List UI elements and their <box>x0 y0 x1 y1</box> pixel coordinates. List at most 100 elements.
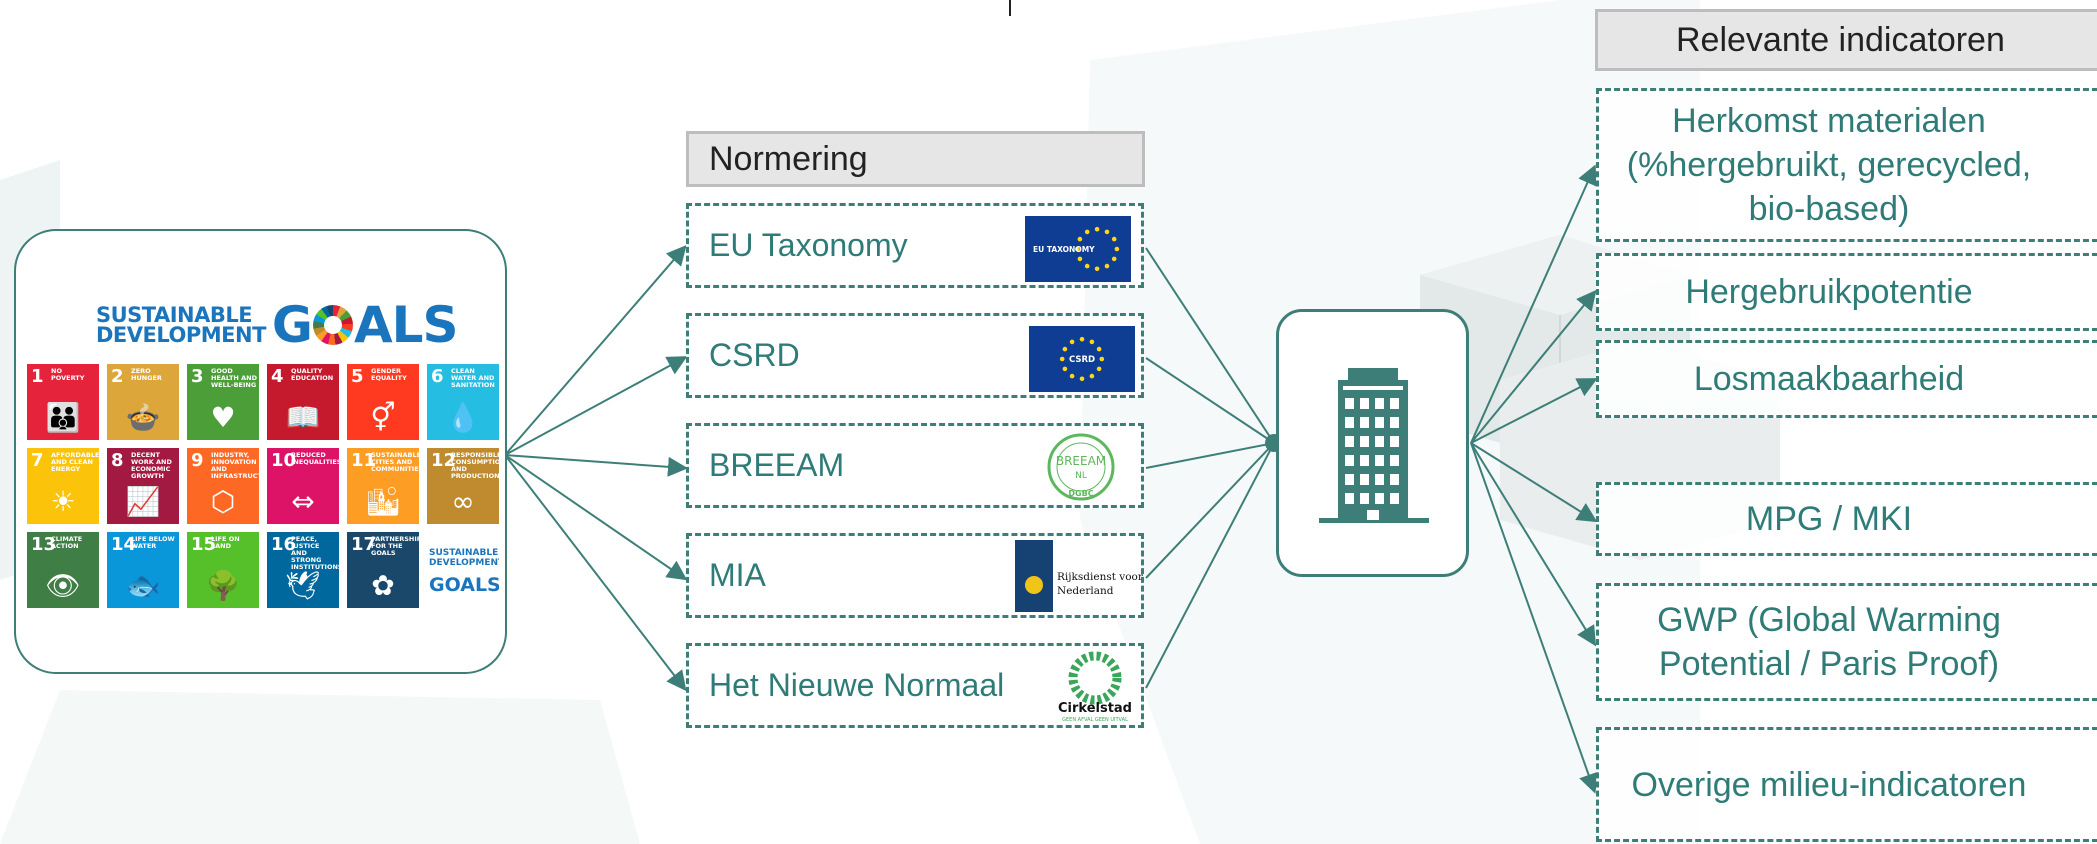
sdg-tile-icon: ✿ <box>371 569 395 602</box>
building-window <box>1345 474 1354 485</box>
sdg-tile-number: 11 <box>351 450 377 471</box>
eu-taxonomy-logo: EU TAXONOMY <box>1025 216 1131 286</box>
svg-text:Nederland: Nederland <box>1057 585 1114 597</box>
line-nieuwe-normaal-building <box>1145 442 1275 689</box>
sdg-tile-label: GOOD HEALTH AND WELL-BEING <box>211 367 257 389</box>
sdg-tile: 9 INDUSTRY, INNOVATION AND INFRASTRUCTUR… <box>187 448 259 524</box>
sdg-tile-number: 16 <box>271 534 297 555</box>
sdg-tile: 5 GENDER EQUALITY ⚥ <box>347 364 419 440</box>
rijksdienst-logo: Rijksdienst voor Or Nederland <box>1015 540 1161 616</box>
building-node <box>1276 309 1469 577</box>
normering-item: Het Nieuwe Normaal Cirkelstad GEEN AFVAL… <box>686 643 1144 728</box>
sdg-tile: 3 GOOD HEALTH AND WELL-BEING ♥ <box>187 364 259 440</box>
sdg-tile-grid: 1 NO POVERTY 👪2 ZERO HUNGER 🍲3 GOOD HEAL… <box>27 364 500 608</box>
arrow-sdg-eu-taxonomy <box>504 244 687 456</box>
building-window <box>1360 417 1369 428</box>
sdg-tile: 13 CLIMATE ACTION 👁 <box>27 532 99 608</box>
line-breeam-building <box>1145 442 1275 469</box>
cirkelstad-logo: Cirkelstad GEEN AFVAL GEEN UITVAL <box>1055 648 1135 728</box>
sdg-tile-number: 3 <box>191 366 204 387</box>
sdg-tile-number: 15 <box>191 534 217 555</box>
sdg-tile-label: CLEAN WATER AND SANITATION <box>451 367 495 389</box>
sdg-logo-tile: SUSTAINABLE DEVELOPMENT GOALS <box>427 532 499 608</box>
normering-item: MIA Rijksdienst voor Or Nederland <box>686 533 1161 618</box>
arrow-building-herkomst <box>1470 164 1597 444</box>
sdg-color-wheel-icon <box>312 305 353 345</box>
sdg-tile-label: SUSTAINABLE CITIES AND COMMUNITIES <box>371 451 419 473</box>
sdg-tile-label: GENDER EQUALITY <box>371 367 407 382</box>
sdg-title: SUSTAINABLE DEVELOPMENT G ALS <box>96 296 459 354</box>
svg-text:GEEN AFVAL GEEN UITVAL: GEEN AFVAL GEEN UITVAL <box>1062 717 1128 723</box>
sdg-tile-number: 6 <box>431 366 444 387</box>
arrow-building-mpg <box>1470 442 1598 523</box>
building-window <box>1360 455 1369 466</box>
line-csrd-building <box>1145 357 1275 444</box>
csrd-logo: CSRD <box>1029 326 1135 396</box>
building-window <box>1360 474 1369 485</box>
sdg-tile-icon: 🏙 <box>365 485 401 518</box>
sdg-tile-icon: ⚥ <box>370 401 396 434</box>
sdg-tile-label: REDUCED INEQUALITIES <box>291 451 339 466</box>
sdg-tile-number: 5 <box>351 366 364 387</box>
arrow-building-hergebruikpotentie <box>1470 289 1597 444</box>
sdg-tile: 7 AFFORDABLE AND CLEAN ENERGY ☀ <box>27 448 99 524</box>
indicator-item-label: Losmaakbaarheid <box>1693 360 1965 398</box>
sdg-tile-icon: 🕊 <box>285 569 321 602</box>
arrow-building-gwp <box>1470 442 1597 647</box>
sdg-tile-icon: 🐟 <box>125 569 161 602</box>
sdg-tile-label: INDUSTRY, INNOVATION AND INFRASTRUCTURE <box>211 451 259 480</box>
sdg-tile-icon: ∞ <box>451 485 475 518</box>
sdg-tile-icon: 👁 <box>45 569 81 602</box>
sdg-tile-number: 4 <box>271 366 284 387</box>
indicator-item-label: GWP (Global Warming Potential / Paris Pr… <box>1657 601 2001 683</box>
sdg-tile-label: PARTNERSHIPS FOR THE GOALS <box>371 535 419 557</box>
building-window <box>1390 493 1399 504</box>
building-window <box>1345 398 1354 409</box>
sdg-tile-label: DECENT WORK AND ECONOMIC GROWTH <box>131 451 172 480</box>
building-window <box>1345 455 1354 466</box>
sdg-tile-label: PEACE, JUSTICE AND STRONG INSTITUTIONS <box>291 535 339 571</box>
sdg-tile-icon: 📖 <box>285 401 321 434</box>
building-icon <box>1319 368 1429 523</box>
building-window <box>1375 455 1384 466</box>
building-window <box>1390 474 1399 485</box>
sdg-tile: 10 REDUCED INEQUALITIES ⇔ <box>267 448 339 524</box>
indicator-item-label: Hergebruikpotentie <box>1685 273 1973 311</box>
building-window <box>1375 493 1384 504</box>
indicatoren-header: Relevante indicatoren <box>1595 9 2097 71</box>
building-window <box>1375 474 1384 485</box>
building-window <box>1345 493 1354 504</box>
sdg-tile: 15 LIFE ON LAND 🌳 <box>187 532 259 608</box>
sdg-tile: 8 DECENT WORK AND ECONOMIC GROWTH 📈 <box>107 448 179 524</box>
building-window <box>1390 417 1399 428</box>
normering-item-label: EU Taxonomy <box>709 227 908 263</box>
arrow-sdg-nieuwe-normaal <box>504 454 687 692</box>
arrow-sdg-mia <box>504 454 688 581</box>
normering-item: EU Taxonomy EU TAXONOMY <box>686 203 1144 288</box>
building-window <box>1375 436 1384 447</box>
building-window <box>1360 493 1369 504</box>
sdg-tile-label: NO POVERTY <box>51 367 85 382</box>
svg-text:NL: NL <box>1075 471 1087 481</box>
indicator-item: Hergebruikpotentie <box>1596 253 2097 331</box>
sdg-tile-number: 12 <box>431 450 457 471</box>
top-tick-mark <box>1009 0 1011 16</box>
logo-text: EU TAXONOMY <box>1033 245 1095 254</box>
sdg-tile-icon: 💧 <box>445 401 481 434</box>
sdg-tile: 2 ZERO HUNGER 🍲 <box>107 364 179 440</box>
indicator-item-label: Overige milieu-indicatoren <box>1631 765 2027 804</box>
normering-item: BREEAM BREEAM NL DGBC <box>686 423 1144 508</box>
building-door <box>1367 510 1379 520</box>
sdg-tile-icon: 👪 <box>45 401 81 434</box>
svg-text:BREEAM: BREEAM <box>1056 454 1106 468</box>
sdg-tile-number: 8 <box>111 450 124 471</box>
sdg-tile-label: AFFORDABLE AND CLEAN ENERGY <box>51 451 99 473</box>
arrow-sdg-breeam <box>504 454 688 477</box>
building-window <box>1375 398 1384 409</box>
building-window <box>1390 398 1399 409</box>
sdg-tile-number: 14 <box>111 534 137 555</box>
indicator-item-label: Herkomst materialen (%hergebruikt, gerec… <box>1626 102 2032 228</box>
sdg-tile-number: 17 <box>351 534 377 555</box>
sdg-tile-icon: 🍲 <box>125 401 161 434</box>
